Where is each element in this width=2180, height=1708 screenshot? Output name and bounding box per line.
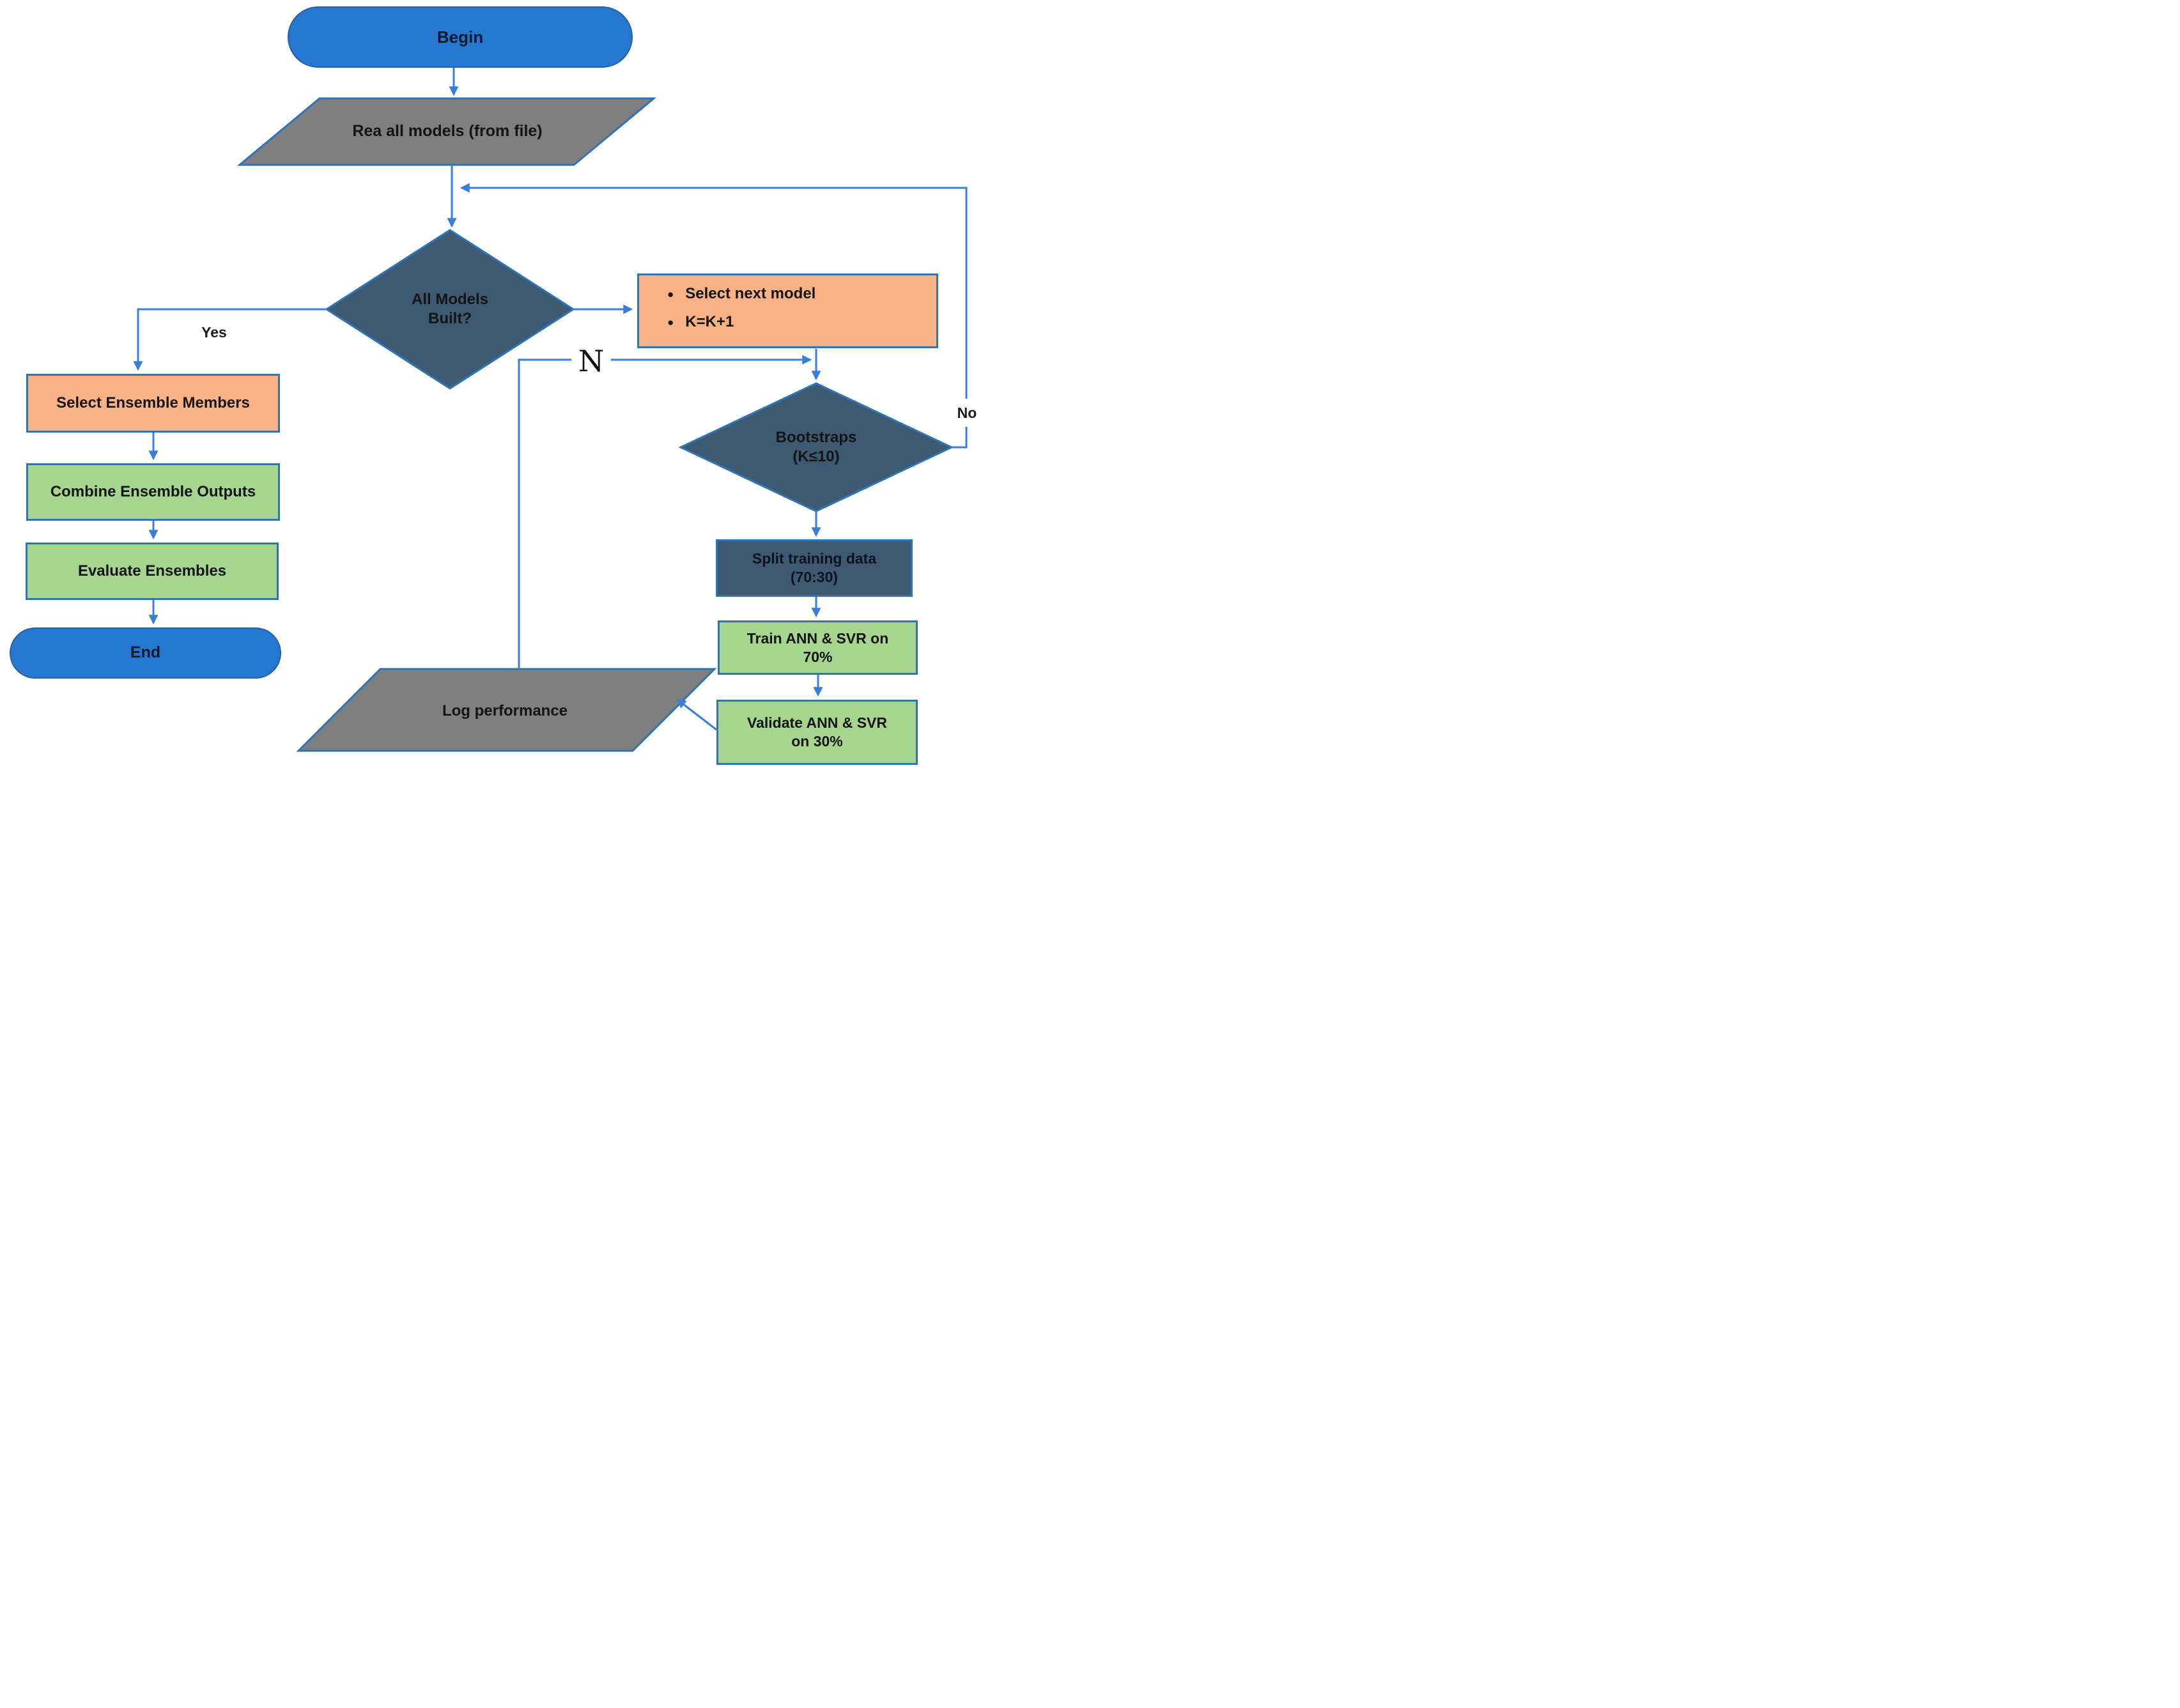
node-combine-ensemble-outputs: Combine Ensemble Outputs [26, 463, 280, 521]
node-all-models-built-label: All Models Built? [411, 291, 488, 327]
node-evaluate-ensembles: Evaluate Ensembles [26, 542, 279, 600]
node-read-models-label: Rea all models (from file) [352, 122, 543, 141]
all-models-built-diamond [325, 229, 575, 390]
bullet-icon: ● [667, 288, 674, 301]
node-bootstraps-label: Bootstraps (K≤10) [775, 429, 857, 465]
node-begin: Begin [288, 6, 633, 68]
log-performance-parallelogram [296, 668, 717, 752]
bullet-item: ● K=K+1 [667, 312, 734, 332]
node-train-ann-svr: Train ANN & SVR on 70% [718, 620, 918, 675]
edge-label-yes: Yes [189, 319, 240, 345]
edge-label-n: N [571, 342, 611, 380]
bullet-text: Select next model [685, 285, 816, 302]
node-log-performance-label: Log performance [442, 702, 568, 719]
bullet-icon: ● [667, 316, 674, 329]
node-split-training-data: Split training data (70:30) [716, 539, 913, 597]
flowchart-geometry [133, 68, 968, 752]
node-select-next-model: ● Select next model ● K=K+1 [637, 273, 938, 348]
edge-label-no: No [950, 399, 984, 427]
flowchart-canvas: Begin Rea all models (from file) All Mod… [0, 0, 988, 774]
bullet-text: K=K+1 [685, 313, 734, 330]
edge-decision-yes-branch [133, 308, 327, 371]
node-validate-ann-svr: Validate ANN & SVR on 30% [716, 700, 918, 765]
edge-no-feedback-loop [460, 183, 968, 449]
bullet-item: ● Select next model [667, 284, 816, 304]
node-select-ensemble-members: Select Ensemble Members [26, 374, 280, 433]
node-end: End [10, 627, 281, 679]
edge-validate-to-logperf [676, 698, 717, 731]
edge-logperf-to-bootstraps-n-loop [518, 355, 812, 669]
read-models-parallelogram [236, 97, 657, 166]
